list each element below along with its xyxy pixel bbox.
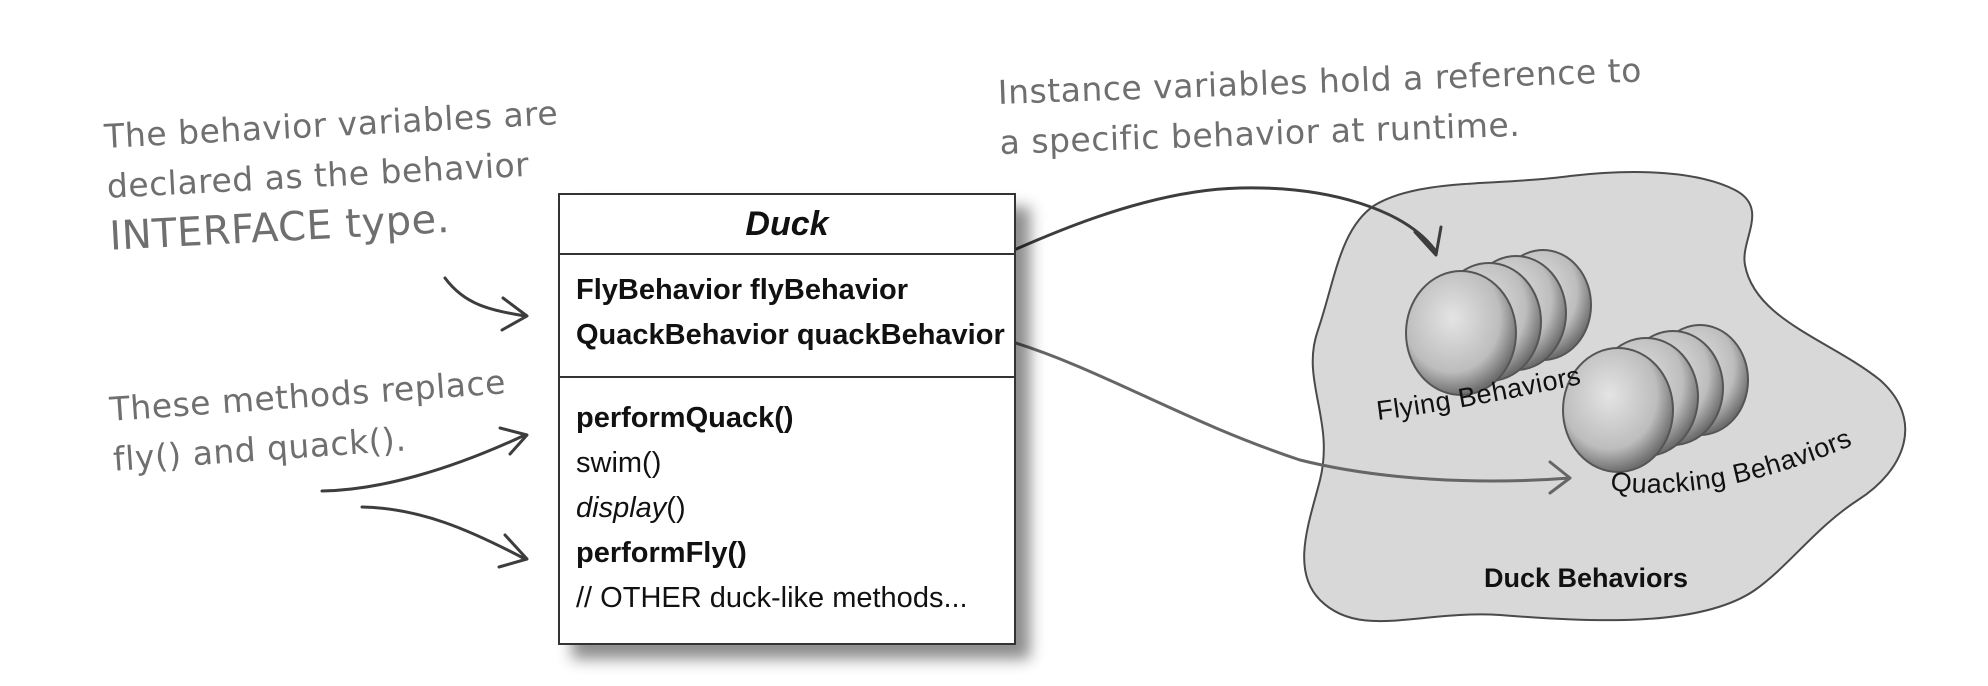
fly-behavior-reference-arrow xyxy=(925,186,1443,293)
class-attributes: FlyBehavior flyBehavior QuackBehavior qu… xyxy=(560,255,1014,378)
display-method: display() xyxy=(576,492,686,524)
swim-method: swim() xyxy=(576,447,662,479)
perform-quack-arrow xyxy=(320,426,529,493)
flying-behaviors-stack xyxy=(1405,249,1592,396)
perform-fly-method: performFly() xyxy=(576,537,747,569)
perform-quack-method: performQuack() xyxy=(576,402,794,434)
interface-type-note: The behavior variables are declared as t… xyxy=(103,93,560,260)
quacking-behaviors-stack xyxy=(1562,324,1749,473)
duck-behaviors-label: Duck Behaviors xyxy=(1484,563,1688,593)
other-methods: // OTHER duck-like methods... xyxy=(576,582,968,614)
duck-class-box: Duck FlyBehavior flyBehavior QuackBehavi… xyxy=(558,193,1016,645)
quack-behavior-attribute: QuackBehavior quackBehavior xyxy=(576,319,1005,351)
fly-behavior-attribute: FlyBehavior flyBehavior xyxy=(576,274,908,306)
class-methods: performQuack() swim() display() performF… xyxy=(560,378,1014,621)
perform-fly-arrow xyxy=(360,505,529,569)
interface-note-arrow xyxy=(443,276,529,332)
quack-behavior-reference-arrow xyxy=(1004,338,1572,495)
class-name: Duck xyxy=(560,195,1014,255)
